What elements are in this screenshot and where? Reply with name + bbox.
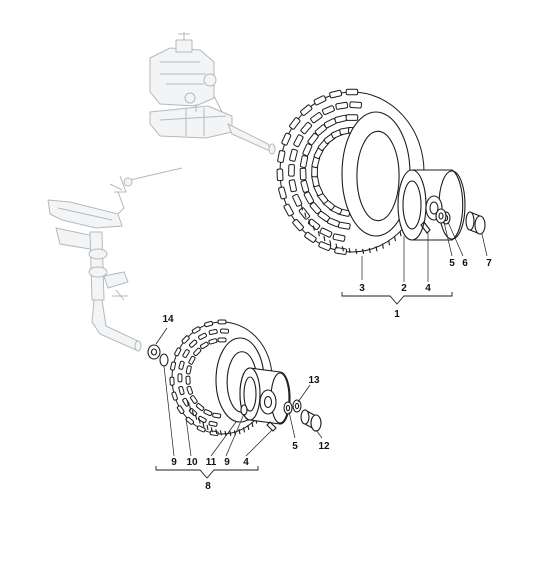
rear-rim bbox=[397, 169, 466, 241]
front-rim bbox=[239, 367, 291, 425]
front-bearing-right bbox=[240, 404, 248, 416]
callout-13: 13 bbox=[308, 375, 320, 386]
callout-7: 7 bbox=[486, 258, 492, 269]
callout-4-lower: 4 bbox=[243, 457, 249, 468]
callout-6: 6 bbox=[462, 258, 468, 269]
upper-leader-lines bbox=[361, 221, 488, 282]
callout-4-upper: 4 bbox=[425, 283, 431, 294]
callout-14: 14 bbox=[162, 314, 174, 325]
lower-group-bracket bbox=[155, 466, 259, 479]
callout-5-lower: 5 bbox=[292, 441, 298, 452]
rear-bushing bbox=[435, 208, 447, 224]
callout-9-left: 9 bbox=[171, 457, 177, 468]
front-hub-cap bbox=[300, 409, 322, 432]
rear-valve-stem bbox=[420, 221, 431, 234]
callout-10: 10 bbox=[186, 457, 198, 468]
callout-1: 1 bbox=[394, 309, 400, 320]
upper-group-bracket bbox=[341, 292, 453, 305]
rear-tire bbox=[276, 88, 425, 255]
callout-8: 8 bbox=[205, 481, 211, 492]
callout-9-right: 9 bbox=[224, 457, 230, 468]
callout-5-upper: 5 bbox=[449, 258, 455, 269]
front-valve-stem bbox=[266, 421, 277, 432]
transmission-ghost bbox=[149, 32, 233, 139]
front-spacer bbox=[147, 344, 161, 360]
steering-linkage-ghost bbox=[109, 167, 183, 217]
rear-axle-ghost bbox=[227, 122, 276, 155]
callout-11: 11 bbox=[205, 457, 217, 468]
callout-12: 12 bbox=[318, 441, 330, 452]
front-bearing-left bbox=[159, 353, 169, 367]
callout-2: 2 bbox=[401, 283, 407, 294]
front-washer bbox=[283, 401, 293, 415]
front-axle-ghost bbox=[47, 199, 142, 352]
front-bushing bbox=[292, 399, 302, 413]
rear-hub-cap bbox=[465, 211, 486, 235]
lower-leader-lines bbox=[155, 327, 323, 457]
callout-3: 3 bbox=[359, 283, 365, 294]
